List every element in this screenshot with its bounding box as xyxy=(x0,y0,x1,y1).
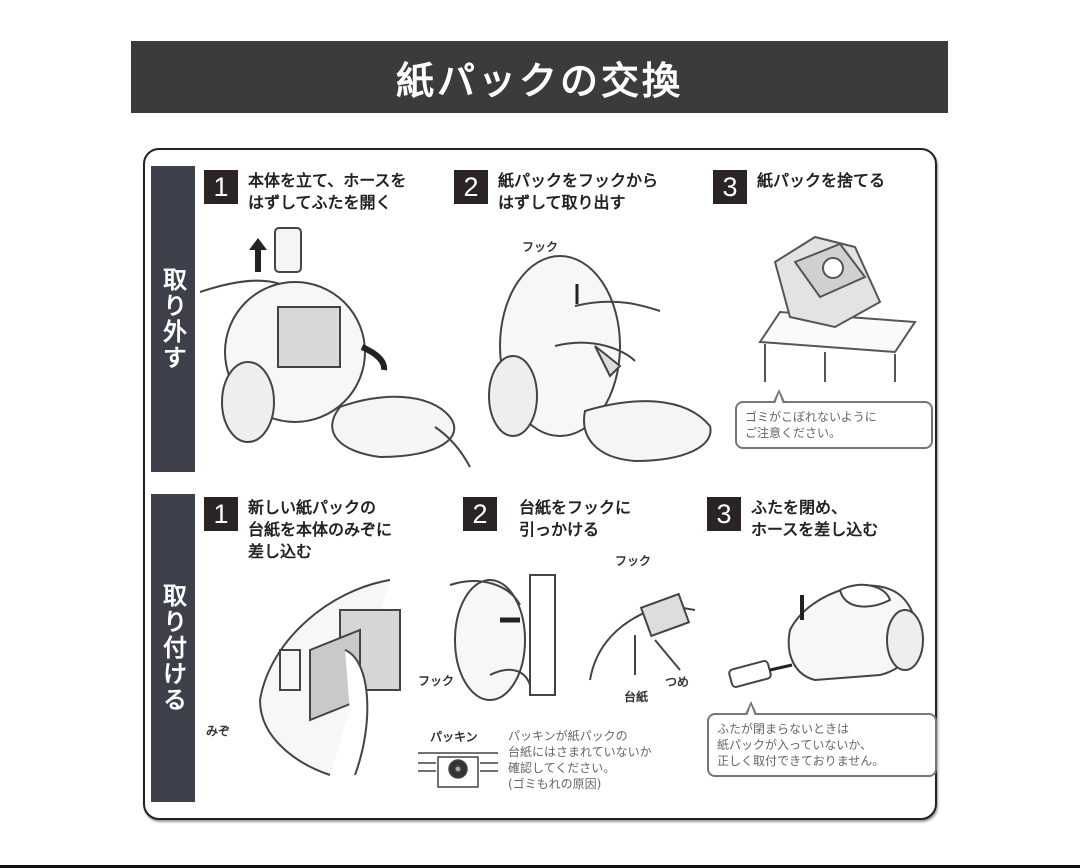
note-dust-warning: ゴミがこぼれないように ご注意ください。 xyxy=(735,389,933,449)
remove-step-2: 2 紙パックをフックから はずして取り出す xyxy=(454,170,658,214)
section-label-attach: 取り付ける xyxy=(151,494,195,802)
note-gasket-check: パッキンが紙パックの 台紙にはさまれていないか 確認してください。 (ゴミもれの… xyxy=(508,729,652,791)
attach-step-3: 3 ふたを閉め、 ホースを差し込む xyxy=(707,497,878,541)
step-number: 3 xyxy=(713,170,747,204)
callout-hook: フック xyxy=(522,240,559,254)
callout-hook-3: フック xyxy=(615,554,652,568)
step-number: 3 xyxy=(707,497,741,531)
attach-step-1: 1 新しい紙パックの 台紙を本体のみぞに 差し込む xyxy=(204,497,392,563)
callout-hook-2: フック xyxy=(418,674,455,688)
step-text: 紙パックをフックから はずして取り出す xyxy=(498,171,659,212)
hook-cardboard-illustration xyxy=(449,574,556,701)
callout-gasket: パッキン xyxy=(430,730,478,744)
section-label-remove: 取り外す xyxy=(151,166,195,472)
hook-detail-illustration xyxy=(589,592,696,681)
title-banner: 紙パックの交換 xyxy=(131,41,948,113)
vacuum-remove-bag-illustration xyxy=(488,255,712,463)
step-text: 本体を立て、ホースを はずしてふたを開く xyxy=(248,171,407,212)
callout-tab: つめ xyxy=(665,675,690,689)
step-text: 台紙をフックに 引っかける xyxy=(519,498,632,539)
callout-cardboard: 台紙 xyxy=(624,690,649,704)
page-title: 紙パックの交換 xyxy=(395,58,683,103)
step-number: 1 xyxy=(204,497,238,531)
callout-groove: みぞ xyxy=(206,724,231,738)
step-number: 1 xyxy=(204,170,238,204)
note-lid-not-closing: ふたが閉まらないときは 紙パックが入っていないか、 正しく取付できておりません。 xyxy=(707,701,937,777)
step-text: 新しい紙パックの 台紙を本体のみぞに 差し込む xyxy=(248,498,393,561)
step-text: ふたを閉め、 ホースを差し込む xyxy=(751,498,879,539)
vacuum-open-lid-illustration xyxy=(199,227,471,468)
gasket-icon xyxy=(418,752,498,788)
remove-step-3: 3 紙パックを捨てる xyxy=(713,170,885,204)
insert-cardboard-illustration xyxy=(258,579,401,776)
step-number: 2 xyxy=(463,497,497,531)
step-number: 2 xyxy=(454,170,488,204)
vacuum-closed-illustration xyxy=(728,583,924,688)
bag-disposal-illustration xyxy=(758,235,917,382)
bottom-divider xyxy=(0,865,1080,868)
attach-step-2: 2 台紙をフックに 引っかける xyxy=(463,497,631,541)
remove-step-1: 1 本体を立て、ホースを はずしてふたを開く xyxy=(204,170,406,214)
step-text: 紙パックを捨てる xyxy=(757,171,886,190)
